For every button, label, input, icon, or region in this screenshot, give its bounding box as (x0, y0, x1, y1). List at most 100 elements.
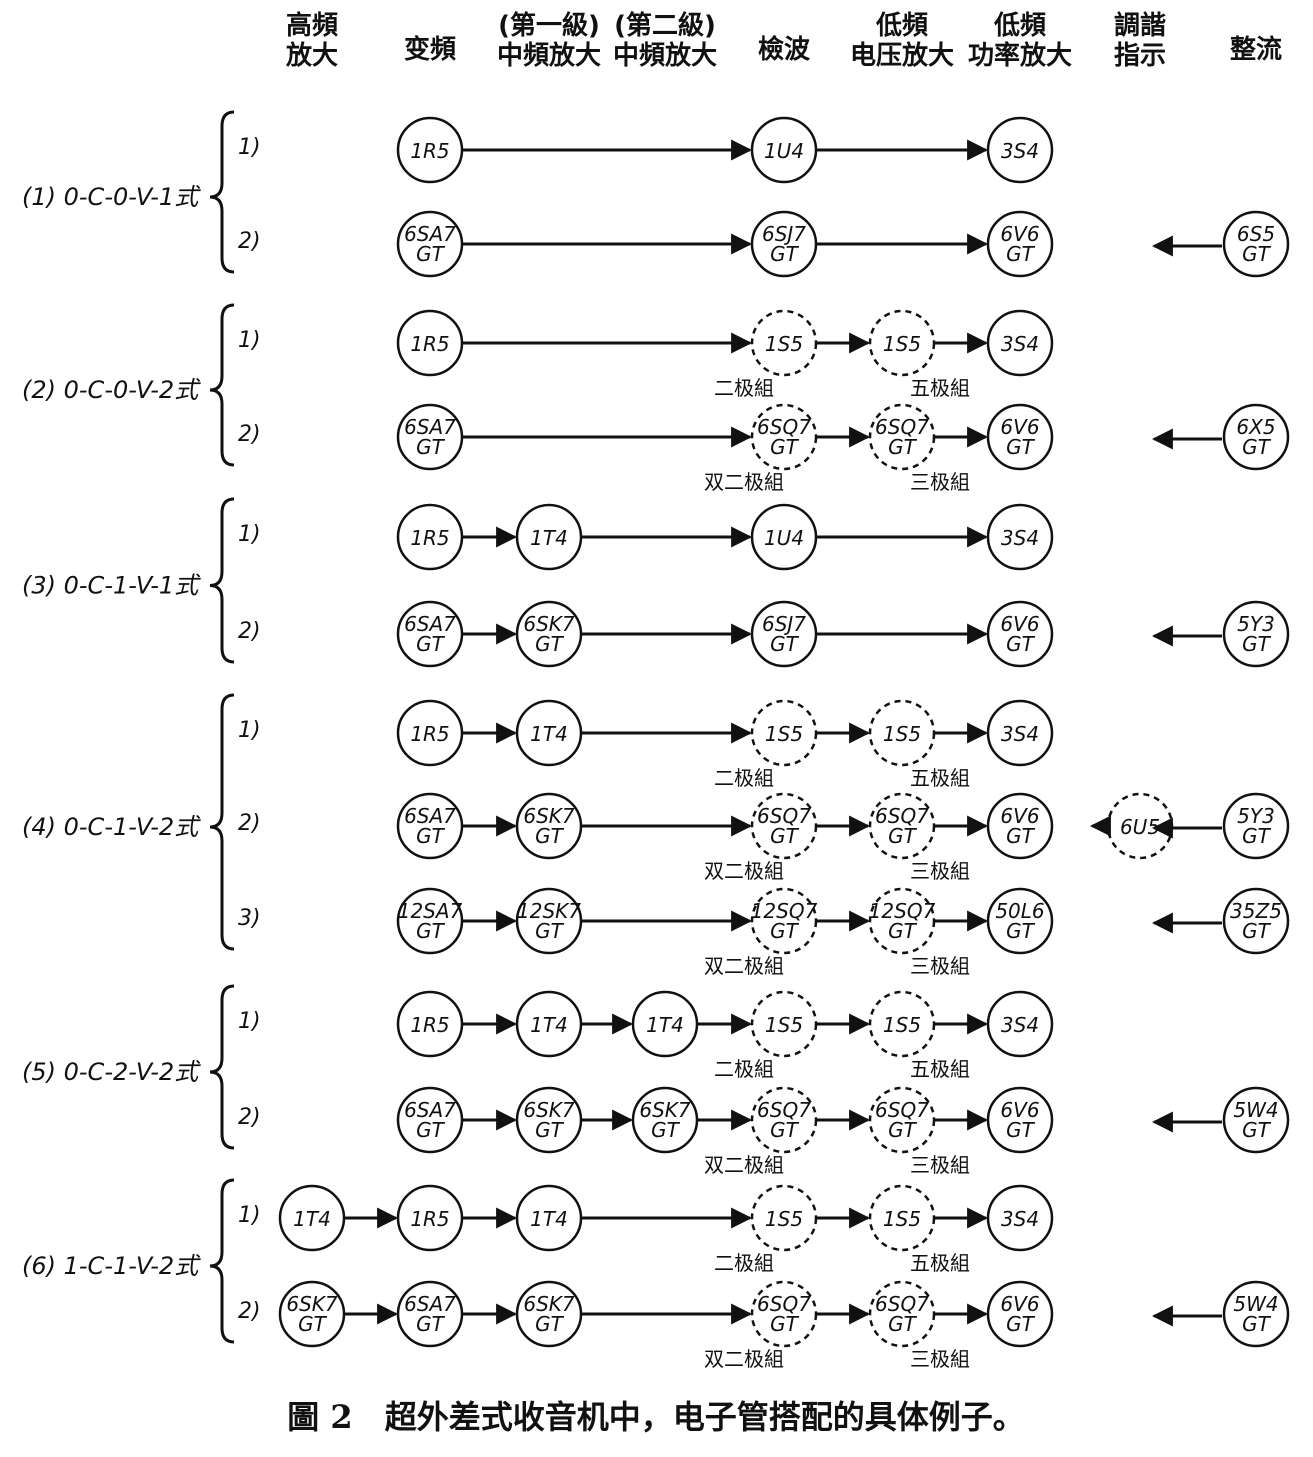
tube-afv-label: GT (888, 435, 917, 459)
tube-if2: 1T4 (631, 990, 699, 1058)
tube-mix-label: 6SA7 (404, 1292, 456, 1316)
tube-afp-label: 6V6 (1000, 804, 1039, 828)
tube-mix-circle (396, 116, 464, 184)
tube-mix-label: 1R5 (410, 1207, 449, 1231)
tube-det-label: 1U4 (764, 139, 804, 163)
tube-mix-circle (396, 792, 464, 860)
tube-afv: 1S5 (868, 1184, 936, 1252)
group-brace (209, 693, 235, 951)
tube-if1-label: GT (535, 1312, 564, 1336)
tube-afp-circle (986, 1280, 1054, 1348)
tube-det-circle (750, 1280, 818, 1348)
tube-afp-label: GT (1006, 919, 1035, 943)
tube-if1: 1T4 (515, 503, 583, 571)
tube-mix-circle (396, 887, 464, 955)
group-brace (209, 303, 235, 467)
tube-afp-label: 3S4 (1001, 1013, 1039, 1037)
column-headers: 高頻放大变頻(第一級)中頻放大(第二級)中頻放大檢波低頻电压放大低頻功率放大調諧… (285, 10, 1282, 71)
tube-mix-label: GT (416, 435, 445, 459)
tube-afv-label: 6SQ7 (875, 804, 929, 828)
tube-rf-label: 6SK7 (286, 1292, 338, 1316)
section-note: 双二极組 (704, 1347, 784, 1371)
tube-mix: 1R5 (396, 116, 464, 184)
tube-rectifier-circle (1222, 210, 1290, 278)
tube-det-circle (750, 309, 818, 377)
tube-det: 1S5 (750, 1184, 818, 1252)
tube-afv-label: 1S5 (883, 722, 921, 746)
tube-rectifier-label: 6X5 (1236, 415, 1275, 439)
tube-mix-label: 1R5 (410, 1013, 449, 1037)
tube-afp: 3S4 (986, 1184, 1054, 1252)
tube-rectifier-label: GT (1242, 919, 1271, 943)
tube-det-label: GT (770, 632, 799, 656)
tube-afp-label: 3S4 (1001, 332, 1039, 356)
section-note: 三极組 (910, 954, 970, 978)
tube-rf-label: GT (298, 1312, 327, 1336)
tube-mix-label: GT (416, 824, 445, 848)
tube-mix-label: 1R5 (410, 139, 449, 163)
tube-if1-label: GT (535, 824, 564, 848)
config-label: (1) 0-C-0-V-1式 (22, 183, 201, 211)
tube-if1-label: 12SK7 (517, 899, 581, 923)
tube-if1-circle (515, 792, 583, 860)
tube-afp-label: GT (1006, 435, 1035, 459)
tube-afv-label: 1S5 (883, 332, 921, 356)
column-header-if2: (第二級) (614, 10, 716, 41)
config-label: (5) 0-C-2-V-2式 (22, 1058, 201, 1086)
tube-if2-label: 1T4 (646, 1013, 684, 1037)
tube-afp-circle (986, 309, 1054, 377)
section-note: 五极組 (910, 1251, 970, 1275)
tube-if2-label: GT (651, 1118, 680, 1142)
tube-afp-label: 3S4 (1001, 139, 1039, 163)
tube-if1-label: 1T4 (530, 1013, 568, 1037)
tube-mix-label: 1R5 (410, 526, 449, 550)
tube-mix-circle (396, 503, 464, 571)
tube-det-label: 1S5 (765, 332, 803, 356)
group-brace (209, 984, 235, 1150)
tube-mix-label: 12SA7 (398, 899, 463, 923)
tube-rectifier-label: 5Y3 (1237, 612, 1275, 636)
tube-if2-circle (631, 990, 699, 1058)
tube-afv-label: GT (888, 919, 917, 943)
tube-rectifier-circle (1222, 600, 1290, 668)
tube-det: 1S5 (750, 699, 818, 767)
tube-afp-label: GT (1006, 632, 1035, 656)
tube-afv-label: GT (888, 1312, 917, 1336)
tube-det-label: GT (770, 435, 799, 459)
tube-mix-label: GT (416, 242, 445, 266)
tube-afp-label: 6V6 (1000, 1098, 1039, 1122)
tube-afv-circle (868, 699, 936, 767)
row-sub-label: 1) (238, 1009, 261, 1034)
column-header-afv: 低頻 (875, 11, 928, 41)
tube-det-label: 6SQ7 (757, 804, 811, 828)
tube-det-label: GT (770, 824, 799, 848)
tube-rectifier-circle (1222, 792, 1290, 860)
tube-mix-circle (396, 1184, 464, 1252)
tube-afp-circle (986, 887, 1054, 955)
